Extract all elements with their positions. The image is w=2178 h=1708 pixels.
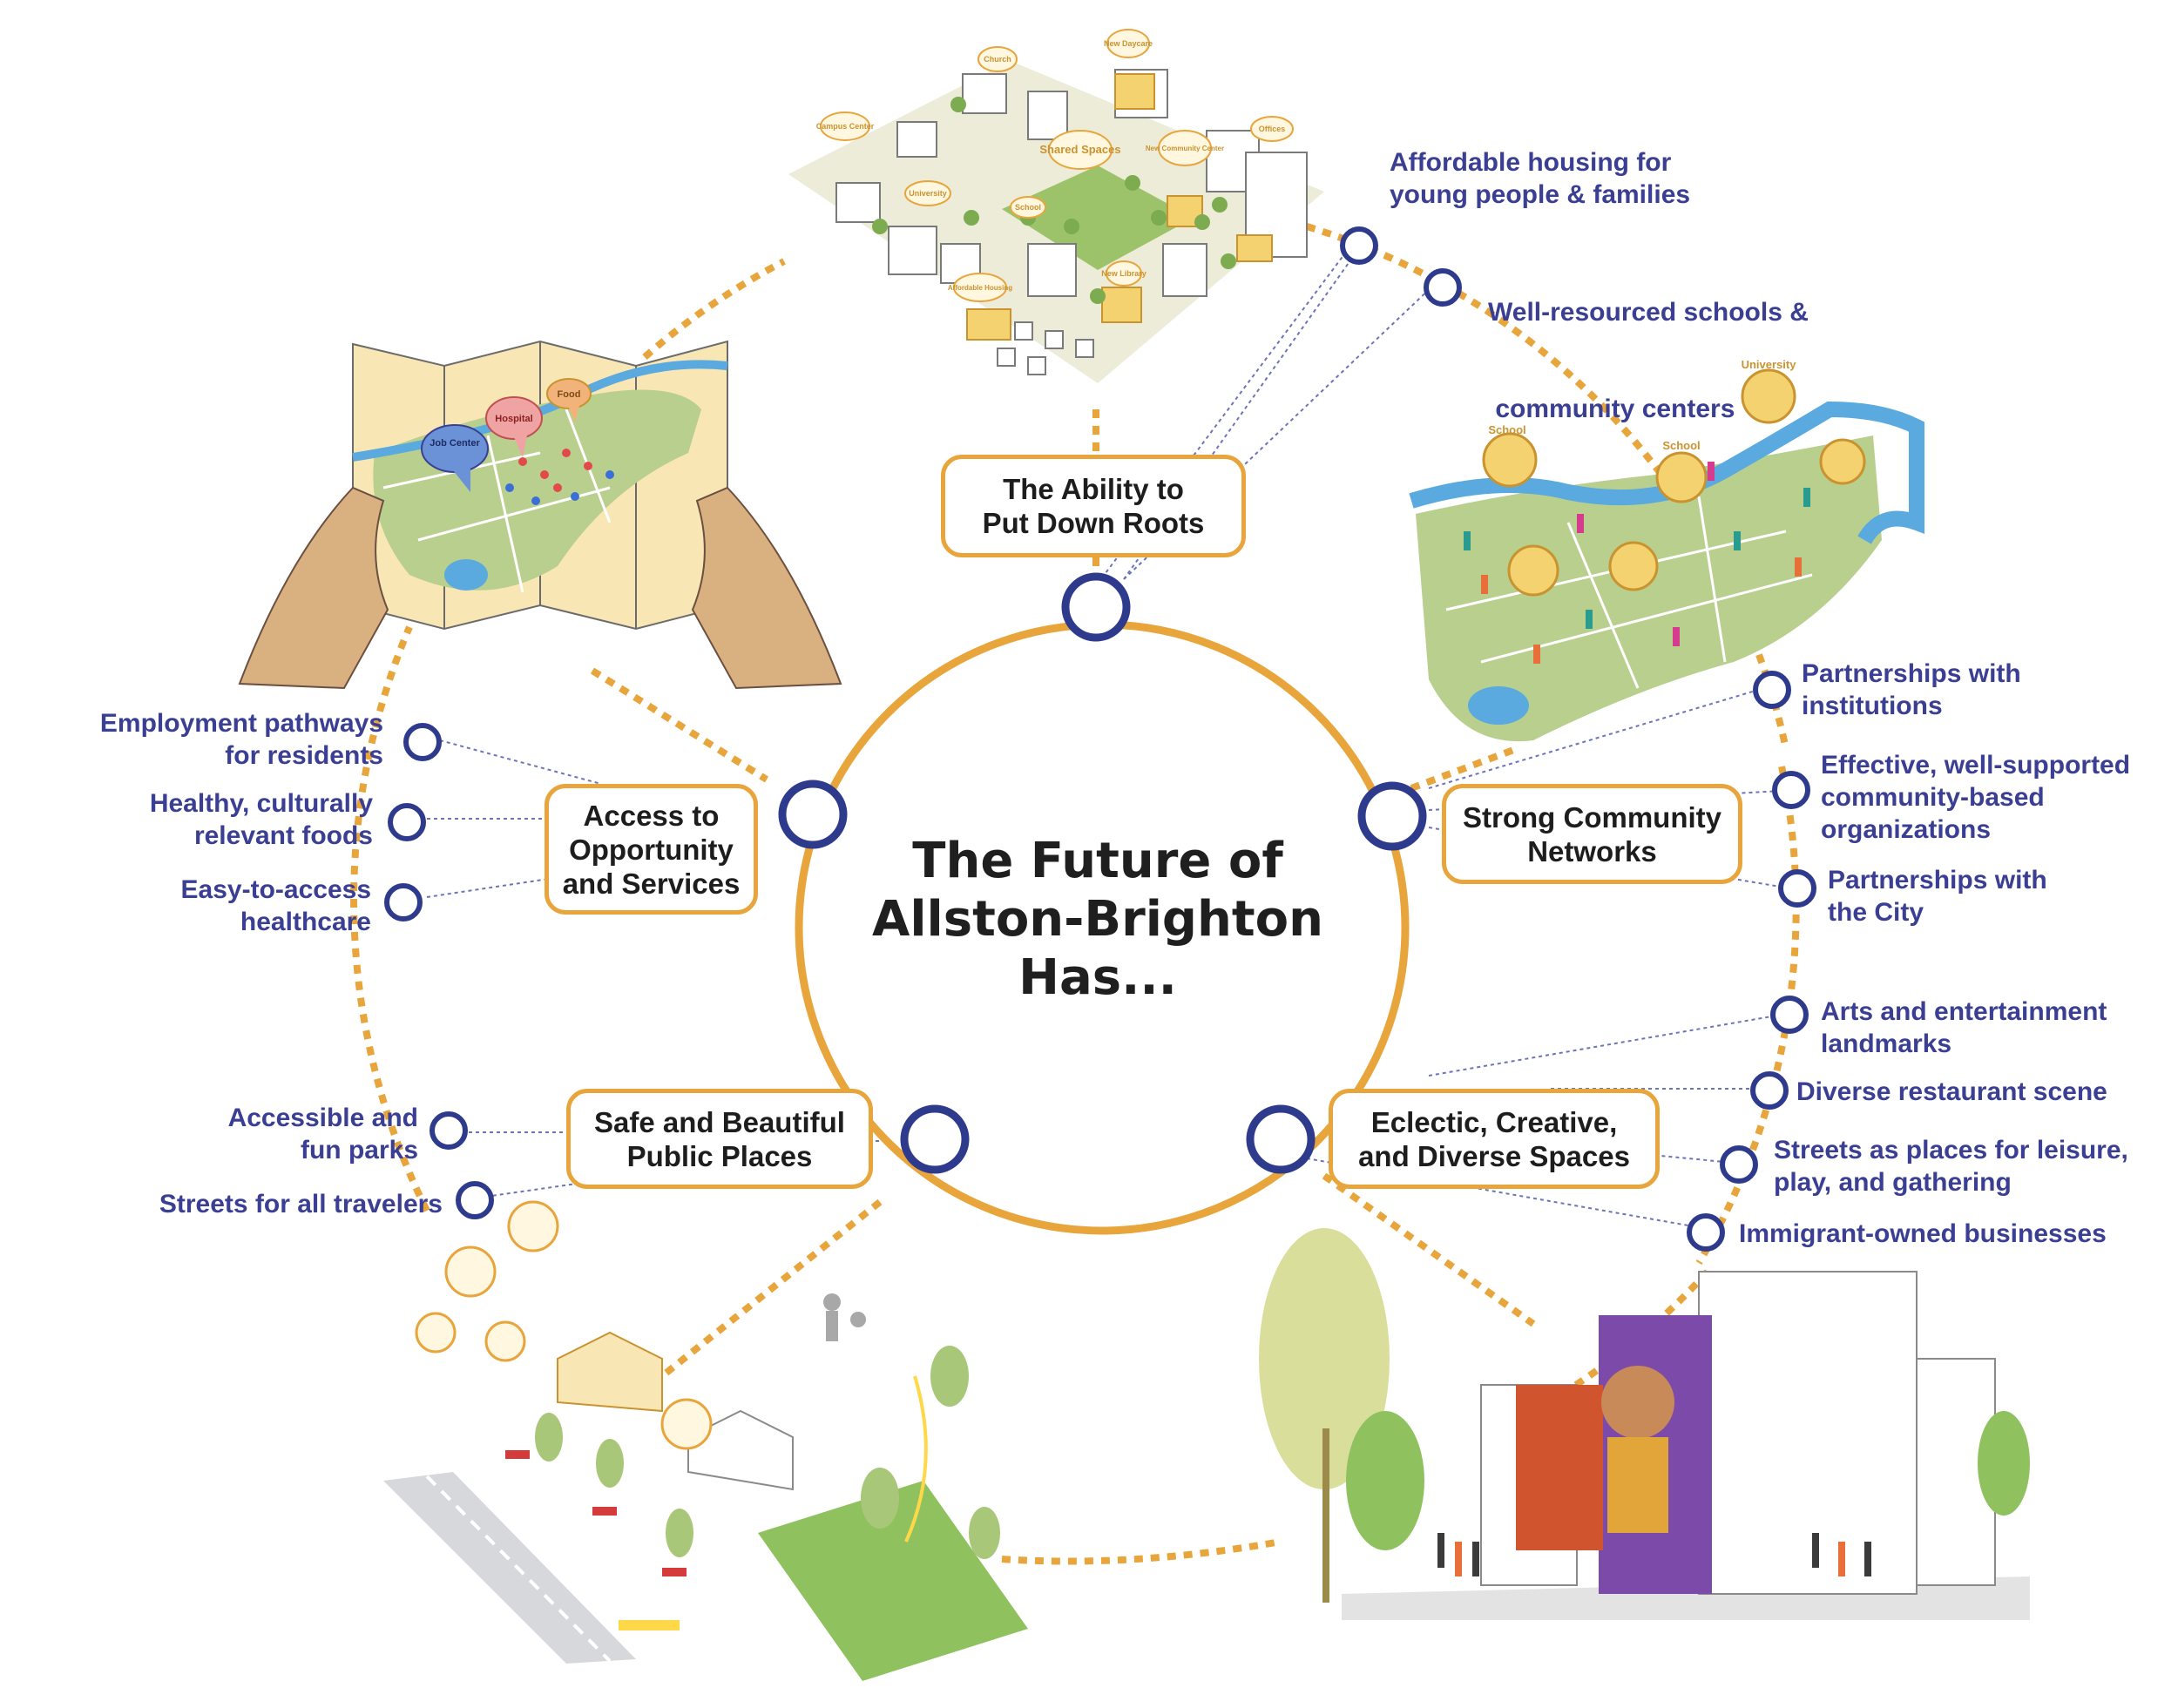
theme-roots-box: The Ability to Put Down Roots: [941, 455, 1246, 557]
neighborhood-label: School: [1015, 203, 1041, 212]
outcome-employment-line: for residents: [225, 741, 383, 770]
storefront-illustration: [1259, 1228, 2030, 1620]
neighborhood-label: New Community Center: [1146, 145, 1224, 152]
outcome-arts: Arts and entertainment landmarks: [1821, 996, 2107, 1060]
street-park-illustration: [383, 1200, 1028, 1681]
outcome-city-line: the City: [1828, 898, 1924, 927]
map-illustration: Job Center Hospital Food: [238, 340, 842, 690]
theme-eclectic-line: Eclectic, Creative,: [1370, 1105, 1618, 1138]
neighborhood-illustration: Church New Daycare Campus Center Shared …: [788, 29, 1324, 383]
outcome-restaurants-line: Diverse restaurant scene: [1796, 1077, 2107, 1106]
outcome-city-line: Partnerships with: [1828, 866, 2047, 895]
outcome-cbo-line: community-based: [1821, 783, 2045, 812]
outcome-employment: Employment pathways for residents: [52, 707, 383, 772]
outcome-cbo-line: Effective, well-supported: [1821, 751, 2131, 780]
outcome-foods-line: Healthy, culturally: [149, 789, 373, 818]
neighborhood-label: Affordable Housing: [948, 284, 1012, 292]
outcome-foods: Healthy, culturally relevant foods: [52, 787, 373, 852]
outcome-city: Partnerships with the City: [1828, 864, 2047, 928]
outcome-healthcare: Easy-to-access healthcare: [52, 874, 371, 938]
outcome-streets-travel: Streets for all travelers: [52, 1188, 443, 1220]
outcome-arts-line: Arts and entertainment: [1821, 997, 2107, 1026]
outcome-housing-line: young people & families: [1390, 180, 1691, 209]
outcome-healthcare-line: Easy-to-access: [180, 875, 371, 904]
outcome-cbo-line: organizations: [1821, 815, 1992, 844]
theme-roots-line: Put Down Roots: [982, 507, 1205, 539]
outcome-streets-travel-line: Streets for all travelers: [159, 1190, 443, 1219]
outcome-housing-line: Affordable housing for: [1390, 148, 1672, 177]
neighborhood-label: Shared Spaces: [1039, 143, 1120, 156]
outcome-foods-line: relevant foods: [193, 821, 373, 850]
network-label: University: [1742, 358, 1797, 371]
map-label: Food: [558, 389, 581, 400]
outcome-employment-line: Employment pathways: [99, 709, 383, 738]
outcome-cbo: Effective, well-supported community-base…: [1821, 749, 2130, 846]
network-label: School: [1488, 423, 1525, 436]
network-label: School: [1662, 439, 1700, 452]
outcome-restaurants: Diverse restaurant scene: [1796, 1076, 2107, 1108]
outcome-nodes: [384, 226, 1816, 1252]
theme-access-line: and Services: [562, 867, 741, 900]
spokes: [590, 409, 1536, 1380]
outcome-schools: Well-resourced schools & community cente…: [1488, 232, 1809, 457]
theme-networks-line: Networks: [1527, 834, 1657, 868]
outcome-immigrant: Immigrant-owned businesses: [1739, 1218, 2107, 1250]
outcome-housing: Affordable housing for young people & fa…: [1390, 146, 1690, 211]
outcome-parks: Accessible and fun parks: [52, 1102, 418, 1166]
center-title-line: The Future of: [912, 833, 1283, 889]
theme-networks-line: Strong Community: [1463, 800, 1721, 834]
neighborhood-label: University: [909, 189, 947, 198]
neighborhood-label: Church: [984, 55, 1011, 64]
neighborhood-label: New Daycare: [1104, 39, 1153, 48]
outcome-parks-line: fun parks: [300, 1136, 418, 1165]
outcome-parks-line: Accessible and: [227, 1104, 418, 1132]
theme-access-box: Access to Opportunity and Services: [544, 784, 758, 915]
outcome-streets-leisure-line: Streets as places for leisure,: [1774, 1136, 2128, 1165]
outcome-arts-line: landmarks: [1821, 1030, 1952, 1058]
center-title-line: Allston-Brighton: [872, 891, 1323, 948]
center-title: The Future of Allston-Brighton Has...: [845, 832, 1350, 1007]
outcome-healthcare-line: healthcare: [240, 908, 371, 936]
theme-networks-box: Strong Community Networks: [1442, 784, 1742, 884]
outcome-streets-leisure: Streets as places for leisure, play, and…: [1774, 1134, 2128, 1198]
theme-eclectic-box: Eclectic, Creative, and Diverse Spaces: [1329, 1089, 1660, 1189]
outcome-immigrant-line: Immigrant-owned businesses: [1739, 1219, 2107, 1248]
theme-access-line: Opportunity: [569, 833, 734, 866]
center-title-line: Has...: [1018, 949, 1177, 1006]
outcome-institutions: Partnerships with institutions: [1802, 658, 2021, 722]
theme-roots-line: The Ability to: [1003, 473, 1184, 505]
theme-access-line: Access to: [583, 799, 720, 832]
outcome-institutions-line: institutions: [1802, 692, 1943, 720]
theme-safe-line: Public Places: [626, 1139, 813, 1172]
outcome-schools-line: community centers: [1488, 395, 1735, 423]
network-map-illustration: School School University: [1409, 358, 1924, 742]
theme-nodes: [778, 572, 1427, 1174]
outcome-schools-line: Well-resourced schools &: [1488, 298, 1809, 327]
map-label: Job Center: [430, 438, 480, 449]
neighborhood-label: New Library: [1101, 269, 1146, 278]
outcome-institutions-line: Partnerships with: [1802, 659, 2021, 688]
neighborhood-label: Campus Center: [816, 122, 875, 131]
map-label: Hospital: [495, 414, 532, 424]
neighborhood-label: Offices: [1259, 125, 1286, 133]
theme-eclectic-line: and Diverse Spaces: [1358, 1139, 1630, 1172]
theme-safe-box: Safe and Beautiful Public Places: [566, 1089, 873, 1189]
theme-safe-line: Safe and Beautiful: [594, 1105, 845, 1138]
outcome-streets-leisure-line: play, and gathering: [1774, 1168, 2012, 1197]
